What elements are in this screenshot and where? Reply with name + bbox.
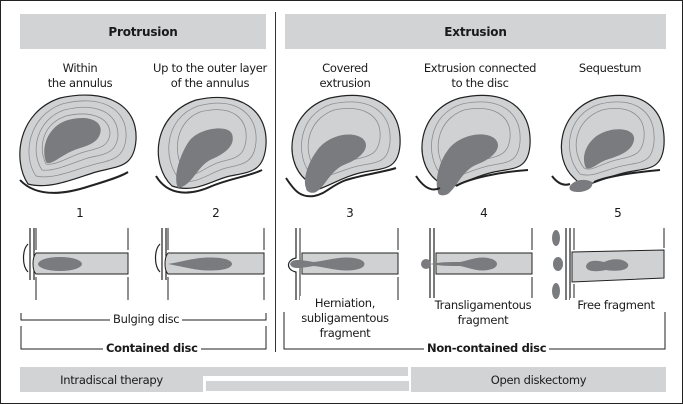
stage-1-caption-line-2: the annulus — [47, 76, 113, 90]
free-fragment-middle — [553, 257, 563, 271]
stage-5-side-label-line-1: Free fragment — [577, 298, 655, 312]
nucleus-2 — [176, 128, 233, 188]
free-fragment-lower — [552, 283, 560, 299]
axial-disc-4 — [415, 94, 531, 196]
stage-4-caption-line-1: Extrusion connected — [423, 61, 537, 75]
ligament-5 — [551, 169, 661, 186]
nucleus-3 — [304, 134, 367, 193]
stage-2-caption-line-1: Up to the outer layer — [153, 61, 267, 75]
stage-5-number: 5 — [614, 206, 622, 220]
stage-3-caption-line-1: Covered — [322, 61, 368, 75]
contained-disc-label: Contained disc — [103, 342, 201, 355]
stage-5-caption-line-1: Sequestum — [578, 61, 642, 75]
stage-3-side-label-line-1: Herniation, — [314, 296, 376, 310]
stage-5-side-label: Free fragment — [570, 298, 662, 313]
sagittal-disc-1 — [22, 228, 129, 300]
intradiscal-therapy-bar: Intradiscal therapy — [20, 367, 203, 392]
therapy-connector-upper — [203, 367, 408, 376]
therapy-connector-lower — [206, 381, 409, 391]
stage-2-caption: Up to the outer layer of the annulus — [145, 61, 275, 91]
stage-4-side-label-line-1: Transligamentous — [434, 298, 532, 312]
axial-disc-5 — [551, 94, 665, 192]
stage-4-side-label-line-2: fragment — [457, 313, 509, 327]
stage-5-caption: Sequestum — [560, 61, 660, 76]
bulging-disc-label: Bulging disc — [110, 313, 183, 326]
non-contained-disc-label: Non-contained disc — [424, 342, 550, 355]
stage-1-number: 1 — [76, 206, 84, 220]
stage-1-caption-line-1: Within — [62, 61, 98, 75]
nucleus-5 — [583, 129, 635, 169]
open-diskectomy-bar: Open diskectomy — [411, 367, 666, 392]
stage-4-caption-line-2: to the disc — [451, 76, 509, 90]
ligament-4 — [415, 169, 529, 191]
stage-2-number: 2 — [212, 206, 220, 220]
extrusion-header: Extrusion — [285, 14, 666, 49]
free-fragment-axial — [569, 179, 593, 192]
sagittal-disc-4 — [421, 228, 533, 300]
ligament-2 — [155, 169, 263, 194]
ligament-3 — [285, 167, 397, 198]
stage-3-side-label-line-3: fragment — [319, 326, 371, 340]
protrusion-header: Protrusion — [20, 14, 266, 49]
nucleus-4 — [436, 134, 499, 196]
free-fragment-upper — [552, 230, 560, 246]
stage-3-number: 3 — [346, 206, 354, 220]
stage-4-caption: Extrusion connected to the disc — [415, 61, 545, 91]
axial-disc-3 — [285, 94, 401, 198]
axial-disc-1 — [19, 94, 137, 194]
center-divider — [275, 12, 276, 352]
sagittal-disc-2 — [154, 228, 265, 300]
stage-3-caption: Covered extrusion — [290, 61, 400, 91]
stage-1-caption: Within the annulus — [30, 61, 130, 91]
sagittal-disc-5 — [552, 228, 665, 300]
ligament-1 — [19, 171, 129, 194]
stage-3-side-label: Herniation, subligamentous fragment — [300, 296, 390, 341]
axial-disc-2 — [155, 96, 267, 194]
stage-4-number: 4 — [480, 206, 488, 220]
stage-4-side-label: Transligamentous fragment — [428, 298, 538, 328]
nucleus-1 — [44, 117, 101, 164]
sagittal-disc-3 — [287, 228, 399, 300]
stage-3-caption-line-2: extrusion — [319, 76, 371, 90]
stage-2-caption-line-2: of the annulus — [170, 76, 250, 90]
stage-3-side-label-line-2: subligamentous — [301, 311, 389, 325]
